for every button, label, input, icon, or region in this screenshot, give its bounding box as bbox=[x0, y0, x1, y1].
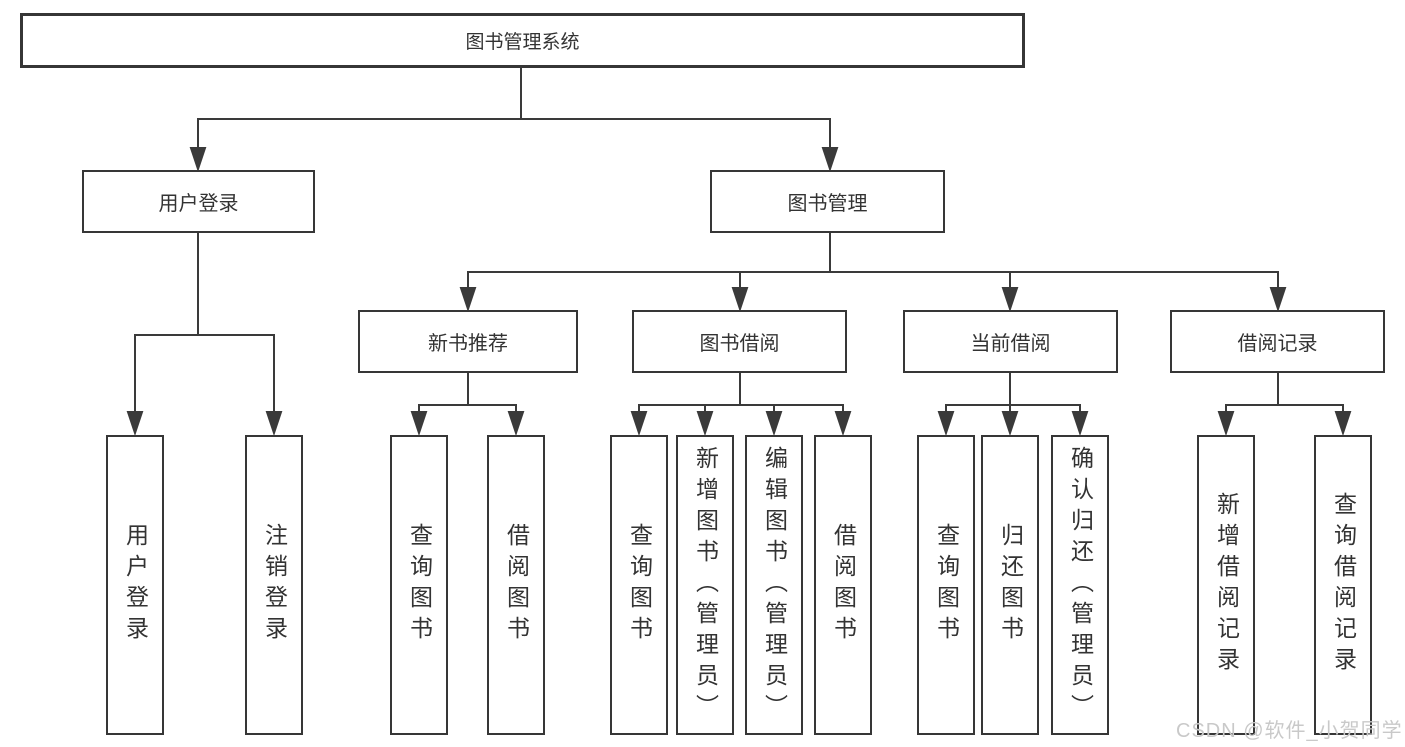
connector-user-login-to-leaves bbox=[126, 233, 283, 437]
node-label: 编辑图书（管理员） bbox=[761, 445, 788, 725]
arrow-down-icon bbox=[1269, 287, 1287, 313]
node-label: 新增图书（管理员） bbox=[692, 445, 719, 725]
leaf-query-borrow-record: 查询借阅记录 bbox=[1314, 435, 1372, 735]
node-label: 归还图书 bbox=[997, 523, 1024, 647]
node-label: 确认归还（管理员） bbox=[1067, 445, 1094, 725]
leaf-edit-books-admin: 编辑图书（管理员） bbox=[745, 435, 803, 735]
node-label: 借阅图书 bbox=[830, 523, 857, 647]
leaf-logout: 注销登录 bbox=[245, 435, 303, 735]
leaf-add-books-admin: 新增图书（管理员） bbox=[676, 435, 734, 735]
connector-new-book-recommend-to-leaves bbox=[410, 373, 525, 437]
node-label: 当前借阅 bbox=[970, 333, 1051, 355]
leaf-user-login: 用户登录 bbox=[106, 435, 164, 735]
leaf-query-books-current: 查询图书 bbox=[917, 435, 975, 735]
arrow-down-icon bbox=[731, 287, 749, 313]
arrow-down-icon bbox=[834, 411, 852, 437]
node-label: 借阅记录 bbox=[1237, 333, 1318, 355]
connector-borrowing-records-to-leaves bbox=[1217, 373, 1352, 437]
leaf-add-borrow-record: 新增借阅记录 bbox=[1197, 435, 1255, 735]
node-label: 图书管理 bbox=[787, 193, 868, 215]
arrow-down-icon bbox=[630, 411, 648, 437]
node-label: 借阅图书 bbox=[503, 523, 530, 647]
arrow-down-icon bbox=[937, 411, 955, 437]
node-new-book-recommend: 新书推荐 bbox=[358, 310, 578, 373]
node-label: 用户登录 bbox=[158, 193, 239, 215]
node-current-borrowing: 当前借阅 bbox=[903, 310, 1118, 373]
leaf-query-books-borrow: 查询图书 bbox=[610, 435, 668, 735]
arrow-down-icon bbox=[459, 287, 477, 313]
arrow-down-icon bbox=[1001, 287, 1019, 313]
arrow-down-icon bbox=[821, 147, 839, 173]
arrow-down-icon bbox=[410, 411, 428, 437]
node-label: 查询图书 bbox=[626, 523, 653, 647]
leaf-borrow-books-recommend: 借阅图书 bbox=[487, 435, 545, 735]
node-borrowing-records: 借阅记录 bbox=[1170, 310, 1385, 373]
arrow-down-icon bbox=[507, 411, 525, 437]
leaf-confirm-return-admin: 确认归还（管理员） bbox=[1051, 435, 1109, 735]
node-label: 新书推荐 bbox=[428, 333, 508, 355]
node-label: 新增借阅记录 bbox=[1213, 492, 1240, 678]
node-book-borrowing: 图书借阅 bbox=[632, 310, 847, 373]
arrow-down-icon bbox=[1001, 411, 1019, 437]
node-label: 查询图书 bbox=[933, 523, 960, 647]
node-label: 查询图书 bbox=[406, 523, 433, 647]
leaf-return-books: 归还图书 bbox=[981, 435, 1039, 735]
connector-root-to-level2 bbox=[189, 68, 839, 173]
node-user-login: 用户登录 bbox=[82, 170, 315, 233]
arrow-down-icon bbox=[1071, 411, 1089, 437]
node-book-management: 图书管理 bbox=[710, 170, 945, 233]
arrow-down-icon bbox=[696, 411, 714, 437]
connector-current-borrowing-to-leaves bbox=[937, 373, 1089, 437]
leaf-borrow-books: 借阅图书 bbox=[814, 435, 872, 735]
leaf-query-books-recommend: 查询图书 bbox=[390, 435, 448, 735]
node-label: 查询借阅记录 bbox=[1330, 492, 1357, 678]
node-library-management-system: 图书管理系统 bbox=[20, 13, 1025, 68]
connector-book-borrowing-to-leaves bbox=[630, 373, 852, 437]
connector-book-management-to-level3 bbox=[459, 233, 1287, 313]
arrow-down-icon bbox=[189, 147, 207, 173]
node-label: 图书借阅 bbox=[699, 333, 780, 355]
arrow-down-icon bbox=[1217, 411, 1235, 437]
arrow-down-icon bbox=[1334, 411, 1352, 437]
node-label: 用户登录 bbox=[122, 523, 149, 647]
arrow-down-icon bbox=[126, 411, 144, 437]
arrow-down-icon bbox=[765, 411, 783, 437]
node-label: 图书管理系统 bbox=[465, 32, 580, 53]
node-label: 注销登录 bbox=[261, 523, 288, 647]
watermark: CSDN @软件_小贺同学 bbox=[1176, 720, 1403, 742]
arrow-down-icon bbox=[265, 411, 283, 437]
